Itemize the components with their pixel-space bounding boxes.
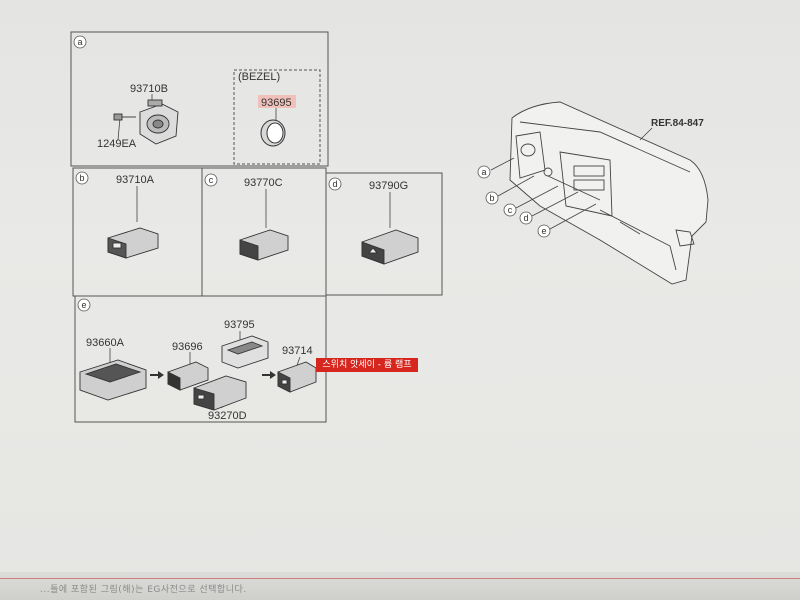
label-93696: 93696: [172, 341, 203, 353]
dash-marker-d: [519, 211, 533, 225]
label-93770C: 93770C: [244, 177, 283, 189]
ref-label: REF.84-847: [651, 118, 704, 129]
divider: [0, 578, 800, 579]
label-93660A: 93660A: [86, 337, 125, 349]
label-93790G: 93790G: [369, 180, 408, 192]
marker-c-text: c: [209, 175, 214, 185]
label-93710A: 93710A: [116, 174, 155, 186]
frame-93795-drawing: [221, 335, 269, 369]
label-93714: 93714: [282, 345, 313, 357]
marker-e: [77, 298, 91, 312]
panel-d-frame: [325, 172, 443, 296]
dash-marker-c-text: c: [508, 205, 513, 215]
dash-marker-c: [503, 203, 517, 217]
panel-a-frame: [70, 31, 329, 167]
dash-marker-a: [477, 165, 491, 179]
tooltip-callout: 스위치 앗세이 - 륨 램프: [316, 358, 418, 372]
bezel-dashed-box: [233, 69, 321, 165]
marker-b-text: b: [79, 173, 84, 183]
bezel-93695-drawing: [260, 119, 286, 147]
marker-c: [204, 173, 218, 187]
label-93695: 93695: [261, 97, 292, 109]
marker-b: [75, 171, 89, 185]
switch-93770C-drawing: [239, 229, 289, 261]
bottom-status-strip: ...틀에 포함된 그림(해)는 EG사전으로 선택합니다.: [0, 572, 800, 600]
marker-d: [328, 177, 342, 191]
dash-marker-e-text: e: [541, 226, 546, 236]
switch-93710A-drawing: [107, 227, 159, 259]
switch-93714-drawing: [277, 361, 317, 393]
flow-arrow-1: [150, 371, 164, 379]
dash-marker-a-text: a: [481, 167, 486, 177]
footer-text: ...틀에 포함된 그림(해)는 EG사전으로 선택합니다.: [40, 585, 247, 595]
marker-d-text: d: [332, 179, 337, 189]
label-bezel: (BEZEL): [238, 71, 280, 83]
screw-1249EA-drawing: [113, 113, 136, 121]
housing-93660A-drawing: [79, 359, 147, 401]
label-93795: 93795: [224, 319, 255, 331]
label-93710B: 93710B: [130, 83, 168, 95]
dash-marker-b: [485, 191, 499, 205]
marker-a: [73, 35, 87, 49]
marker-e-text: e: [81, 300, 86, 310]
switch-93270D-drawing: [193, 375, 247, 411]
switch-93790G-drawing: [361, 229, 419, 265]
dash-marker-b-text: b: [489, 193, 494, 203]
switch-93696-drawing: [167, 361, 209, 391]
label-93270D: 93270D: [208, 410, 247, 422]
flow-arrow-2: [262, 371, 276, 379]
switch-93710B-drawing: [139, 99, 179, 145]
dashboard-drawing: [509, 101, 709, 285]
label-1249EA: 1249EA: [97, 138, 137, 150]
label-93695-highlight: [258, 95, 296, 108]
dash-marker-d-text: d: [523, 213, 528, 223]
marker-a-text: a: [77, 37, 82, 47]
dash-marker-e: [537, 224, 551, 238]
